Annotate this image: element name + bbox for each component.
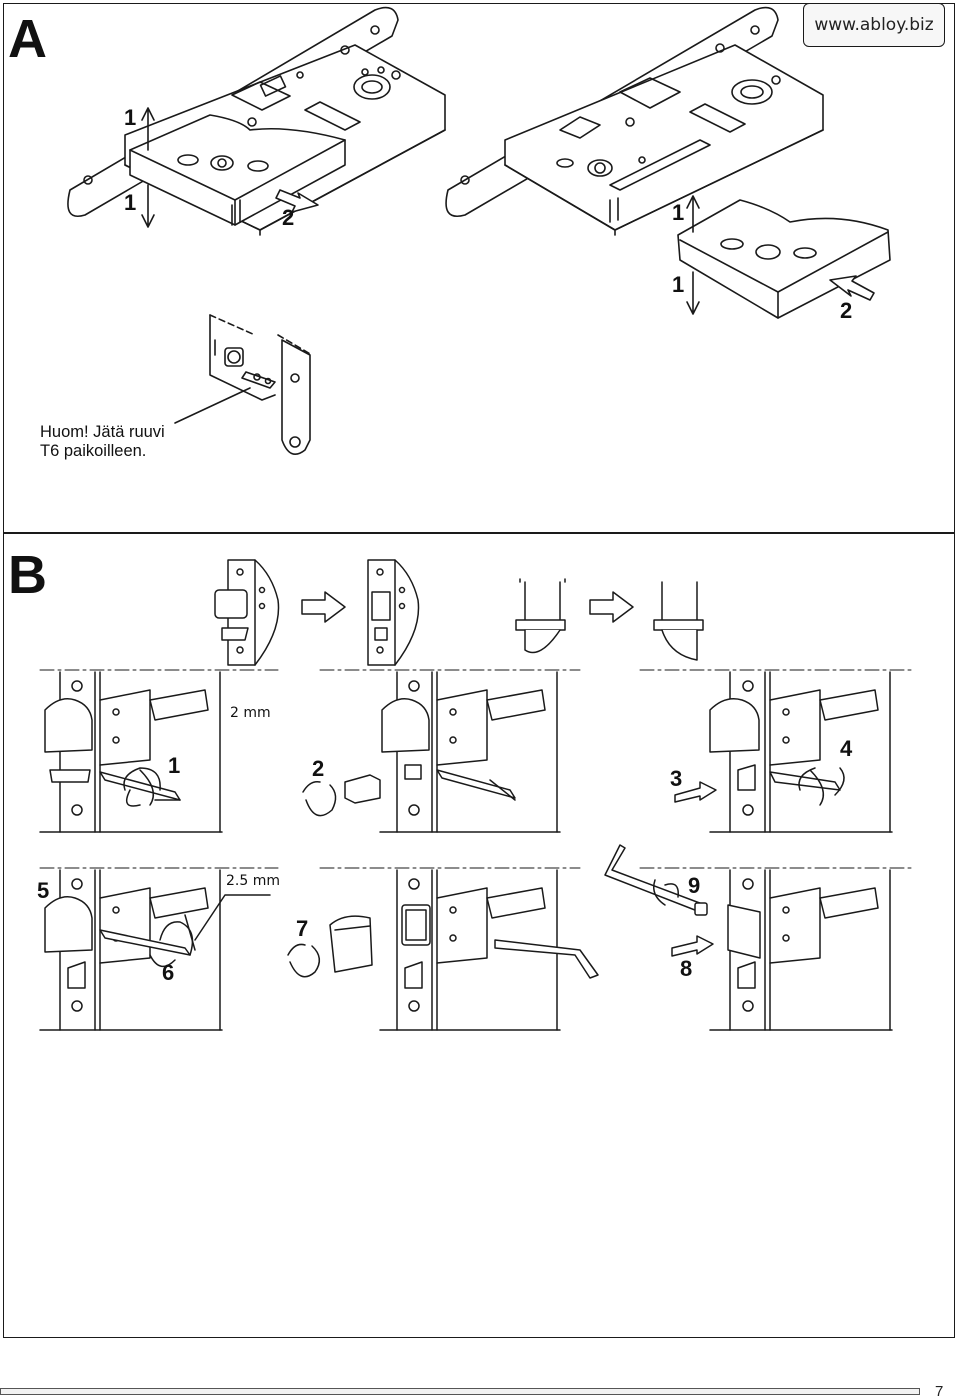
step-number: 1: [672, 200, 685, 225]
section-b-letter: B: [8, 545, 47, 605]
arrow-up-down-icon: [686, 195, 700, 315]
step-number: 1: [168, 753, 181, 778]
step-number: 1: [124, 190, 137, 215]
push-arrow-icon: [301, 591, 346, 623]
step-number: 2: [840, 298, 853, 323]
latch-bolt-2: [653, 581, 704, 661]
section-a-letter: A: [8, 9, 47, 69]
latch-bolt-1: [515, 577, 566, 654]
step-number: 8: [680, 956, 693, 981]
latch-view-2: [367, 559, 420, 666]
step-number: 3: [670, 766, 683, 791]
note-line: Huom! Jätä ruuvi: [40, 423, 165, 441]
latch-step-1: [39, 671, 223, 833]
latch-view-1: [214, 559, 280, 666]
guide-lines: [39, 669, 913, 869]
step-number: 2: [312, 756, 325, 781]
push-arrow-icon: [275, 189, 319, 213]
step-number: 2: [282, 205, 295, 230]
hex-key-icon: [604, 844, 708, 916]
step-number: 7: [296, 916, 309, 941]
screw-detail: [174, 314, 313, 456]
step-number: 5: [37, 878, 50, 903]
footer-bar: [0, 1388, 920, 1395]
screw-note: Huom! Jätä ruuvi T6 paikoilleen.: [40, 423, 165, 461]
step-number: 6: [162, 960, 175, 985]
latch-step-5-6: [39, 869, 271, 1031]
rotate-icon: [125, 789, 141, 807]
step-number: 4: [840, 736, 853, 761]
note-line: T6 paikoilleen.: [40, 442, 147, 460]
lock-body-right: [445, 6, 824, 236]
step-number: 1: [124, 105, 137, 130]
push-arrow-icon: [589, 591, 634, 623]
latch-step-3-4: [674, 671, 893, 833]
dimension-2-5mm: 2.5 mm: [226, 873, 280, 889]
cover-plate: [677, 199, 891, 319]
lock-body-left: [67, 6, 446, 236]
dimension-2mm: 2 mm: [230, 705, 271, 721]
latch-step-7: [287, 869, 599, 1031]
push-arrow-icon: [829, 275, 875, 301]
step-number: 1: [672, 272, 685, 297]
page-number: 7: [935, 1383, 944, 1400]
latch-step-2: [302, 671, 561, 833]
step-number: 9: [688, 873, 701, 898]
arrow-up-down-icon: [141, 107, 155, 228]
latch-step-8-9: [604, 844, 893, 1031]
website-url: www.abloy.biz: [803, 3, 945, 47]
